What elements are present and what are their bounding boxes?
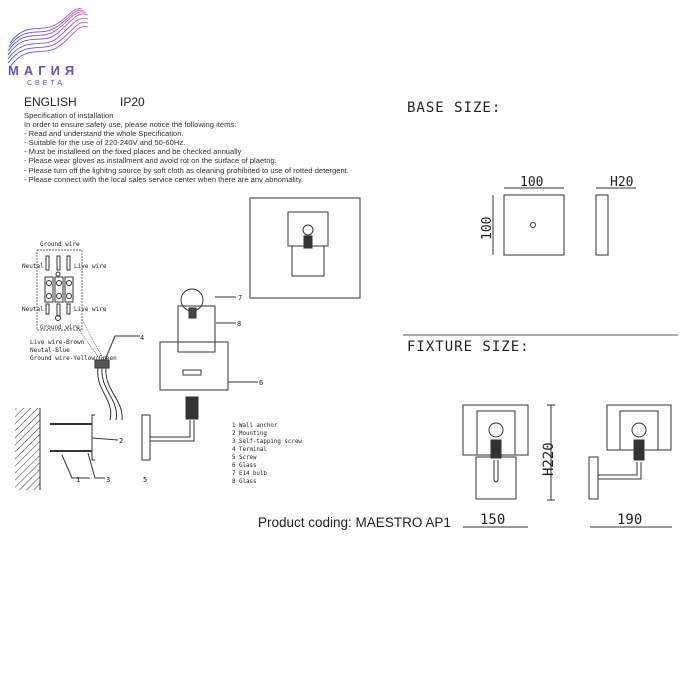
part-item: 1 Wall anchor: [232, 423, 278, 429]
callout-5: 5: [143, 476, 147, 484]
specification-text: Specification of installation In order t…: [24, 111, 349, 184]
base-size-title: BASE SIZE:: [407, 100, 502, 116]
base-depth-label: H20: [610, 175, 633, 190]
fixture-front-view: [462, 404, 555, 528]
wall-mounting: [15, 408, 119, 490]
base-width-label: 100: [520, 175, 543, 190]
wiring-diagram: [36, 249, 140, 421]
fixture-projection-label: 190: [617, 512, 642, 528]
part-item: 3 Self-tapping screw: [232, 439, 302, 445]
base-height-label: 100: [480, 217, 495, 240]
ip-rating: IP20: [120, 95, 145, 109]
spec-item: - Must be installeed on the fixed places…: [24, 147, 242, 157]
callout-8: 8: [237, 320, 241, 328]
spec-item: - Read and understand the whole Specific…: [24, 129, 184, 139]
callout-7: 7: [238, 294, 242, 302]
base-size-drawing: [492, 187, 636, 256]
spec-title: Specification of installation: [24, 111, 114, 120]
live-bottom-label: Live wire: [74, 306, 107, 313]
fixture-size-title: FIXTURE SIZE:: [407, 339, 530, 355]
wire-color-live: Live wire-Brown: [30, 339, 85, 346]
brand-name: МАГИЯ: [8, 63, 80, 78]
part-item: 6 Glass: [232, 463, 256, 469]
spec-intro: In order to ensure safety use, please no…: [24, 120, 237, 130]
part-item: 2 Mounting: [232, 431, 267, 437]
callout-4: 4: [140, 334, 144, 342]
product-coding: Product coding: MAESTRO AP1: [258, 515, 451, 530]
fixture-width-label: 150: [480, 512, 505, 528]
part-item: 5 Screw: [232, 455, 257, 461]
callout-2: 2: [119, 437, 123, 445]
callout-1: 1: [76, 476, 80, 484]
spec-item: - Suitable for the use of 220-240V and 5…: [24, 138, 186, 148]
exploded-lamp: [141, 288, 258, 461]
spec-item: - Please connect with the local sales se…: [24, 174, 304, 184]
installed-view: [249, 197, 361, 299]
ground-wire-top-label: Ground wire: [40, 241, 80, 248]
neutral-top-label: Neutal: [22, 263, 44, 270]
fixture-height-label: H220: [541, 442, 557, 476]
spec-item: - Please turn off the lighitng source by…: [24, 165, 349, 175]
ground-wire-bottom-label: Ground wire: [40, 324, 80, 331]
wire-color-neutral: Neutal-Blue: [30, 347, 70, 354]
part-item: 8 Glass: [232, 479, 256, 485]
parts-list: 1 Wall anchor 2 Mounting 3 Self-tapping …: [232, 423, 302, 485]
neutral-bottom-label: Neutal: [22, 306, 44, 313]
part-item: 7 E14 bulb: [232, 471, 267, 477]
spec-item: - Please wear gloves as installment and …: [24, 156, 277, 166]
brand-subtitle: СВЕТА: [27, 80, 66, 87]
callout-3: 3: [106, 476, 110, 484]
wire-color-ground: Ground wire-Yellow/Green: [30, 355, 117, 362]
live-top-label: Live wire: [74, 263, 107, 270]
callout-6: 6: [259, 379, 263, 387]
part-item: 4 Terminal: [232, 447, 267, 453]
language-label: ENGLISH: [24, 95, 77, 109]
fixture-side-view: [588, 404, 672, 528]
brand-logo-waves: [7, 8, 89, 68]
